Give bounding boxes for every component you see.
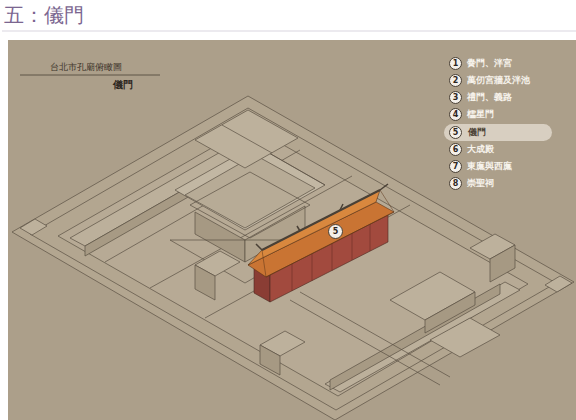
heading-rule bbox=[20, 75, 160, 76]
legend-number: 8崇聖祠 bbox=[449, 177, 462, 190]
legend-text: 大成殿 bbox=[467, 143, 494, 156]
legend-text: 萬仞宮牆及泮池 bbox=[467, 74, 530, 87]
legend-number: 4櫺星門 bbox=[449, 108, 462, 121]
legend-number: 3禮門、義路 bbox=[449, 91, 462, 104]
map-heading: 台北市孔廟俯瞰圖 bbox=[50, 62, 122, 73]
legend-number: 5 bbox=[449, 126, 462, 139]
number-text: 8 bbox=[450, 178, 461, 190]
yimen-building bbox=[248, 184, 394, 302]
page-title: 五：儀門 bbox=[4, 3, 84, 27]
map-subheading: 儀門 bbox=[113, 79, 133, 91]
temple-outline bbox=[12, 96, 574, 420]
callout-number: 5 bbox=[328, 224, 343, 239]
number-text: 6 bbox=[450, 144, 461, 156]
legend-text: 東廡與西廡 bbox=[467, 160, 512, 173]
panel-ground bbox=[8, 40, 576, 420]
legend-text: 黌門、泮宮 bbox=[467, 57, 512, 70]
highlight-pill: 儀門 5 bbox=[444, 124, 552, 141]
legend-text: 禮門、義路 bbox=[467, 91, 512, 104]
legend-number: 6大成殿 bbox=[449, 143, 462, 156]
number-text: 4 bbox=[450, 109, 461, 121]
legend-text: 櫺星門 bbox=[467, 108, 494, 121]
number-text: 1 bbox=[450, 58, 461, 70]
number-text: 3 bbox=[450, 92, 461, 104]
legend-number: 7東廡與西廡 bbox=[449, 160, 462, 173]
legend-number: 1黌門、泮宮 bbox=[449, 57, 462, 70]
legend-number: 2萬仞宮牆及泮池 bbox=[449, 74, 462, 87]
legend-text: 崇聖祠 bbox=[467, 177, 494, 190]
title-rule bbox=[2, 31, 576, 32]
number-text: 7 bbox=[450, 161, 461, 173]
legend-text: 儀門 bbox=[468, 126, 486, 139]
number-text: 5 bbox=[329, 225, 342, 238]
number-text: 2 bbox=[450, 75, 461, 87]
number-text: 5 bbox=[450, 127, 461, 139]
